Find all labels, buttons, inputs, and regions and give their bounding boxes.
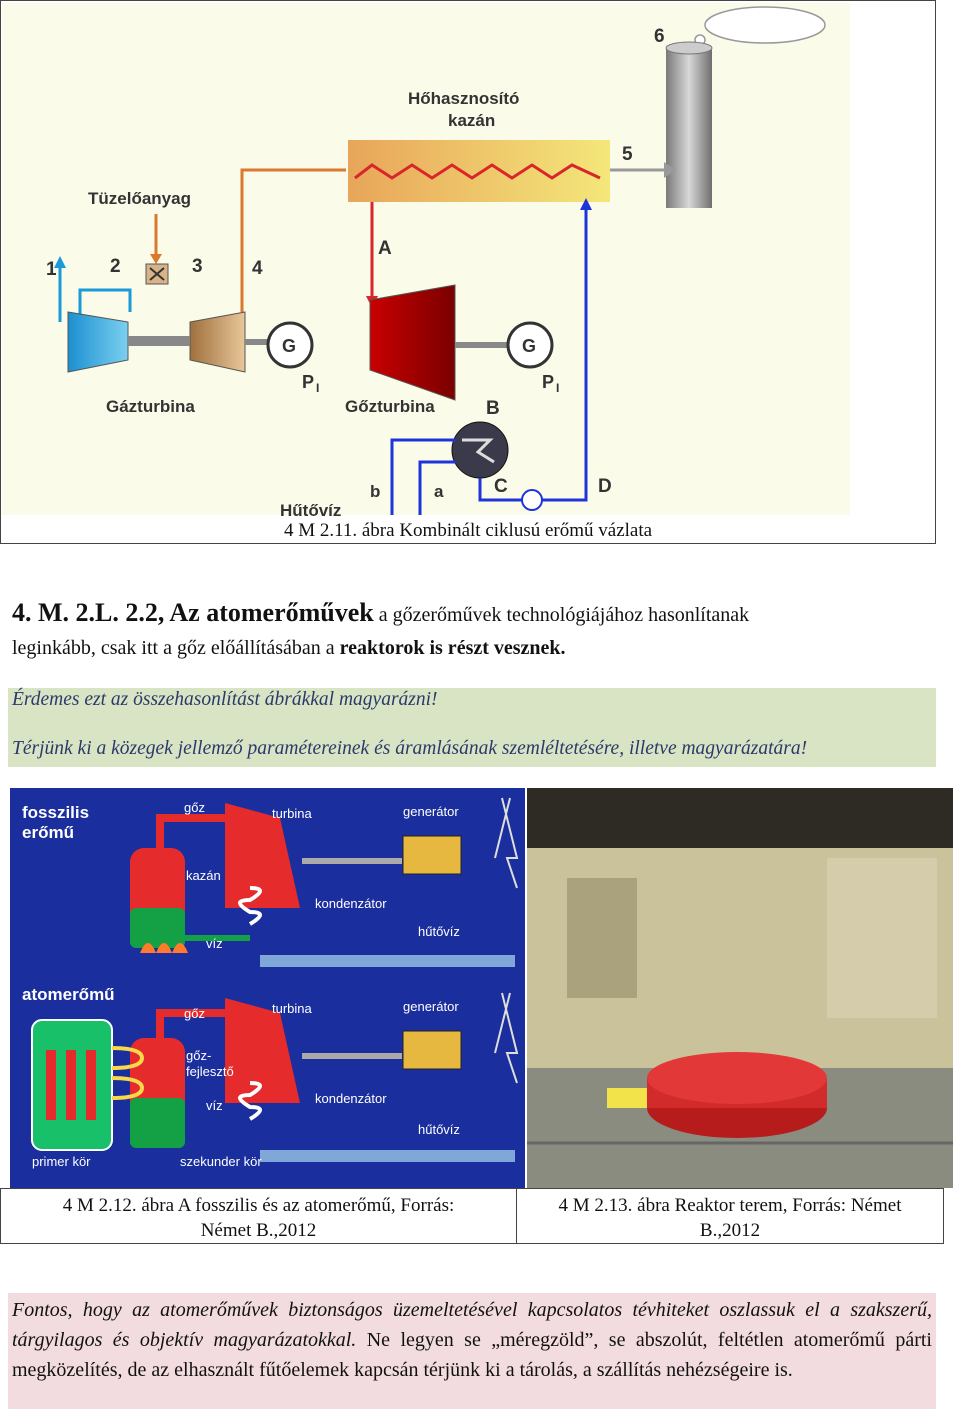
fossil-steam-label: gőz	[184, 800, 205, 815]
power-2-sub: I	[556, 381, 559, 395]
heat-recovery-label-1: Hőhasznosító	[408, 89, 519, 108]
teaching-tip-box: Érdemes ezt az összehasonlítást ábrákkal…	[8, 688, 936, 767]
gas-turbine-icon	[189, 311, 246, 373]
figure-1-frame	[0, 0, 936, 544]
tip-line-1: Érdemes ezt az összehasonlítást ábrákkal…	[12, 689, 438, 710]
cooling-water-label: Hűtővíz	[280, 501, 341, 520]
figure-2-fossil-vs-nuclear: fosszilis erőmű gőz turbina generátor ka…	[10, 788, 525, 1188]
figure-caption-table: 4 M 2.12. ábra A fosszilis és az atomerő…	[0, 1188, 944, 1244]
label-b: b	[370, 482, 380, 501]
figure-3-reactor-hall-photo	[527, 788, 953, 1188]
fossil-cooling-label: hűtővíz	[418, 924, 460, 939]
label-4: 4	[252, 258, 263, 279]
secondary-loop-label: szekunder kör	[180, 1154, 262, 1169]
nuclear-steam-label: gőz	[184, 1006, 205, 1021]
heat-recovery-label-2: kazán	[448, 111, 495, 130]
power-2-label: P	[542, 372, 554, 392]
important-note-box: Fontos, hogy az atomerőművek biztonságos…	[8, 1293, 936, 1409]
section-subject: Az atomerőművek	[169, 598, 374, 627]
steam-turbine-icon	[369, 284, 456, 401]
section-text-2: leginkább, csak itt a gőz előállításában…	[12, 637, 340, 659]
label-2: 2	[110, 256, 121, 277]
fuel-label: Tüzelőanyag	[88, 189, 191, 208]
fossil-title-1: fosszilis	[22, 803, 89, 822]
fossil-boiler-label: kazán	[186, 868, 221, 883]
chimney-icon	[666, 48, 712, 208]
nuclear-turbine-label: turbina	[272, 1001, 313, 1016]
power-1-sub: I	[316, 381, 319, 395]
label-B: B	[486, 398, 500, 419]
generator-1-icon	[266, 321, 314, 369]
fossil-condenser-label: kondenzátor	[315, 896, 387, 911]
section-text-1: a gőzerőművek technológiájához hasonlíta…	[373, 604, 750, 626]
flame-icon	[140, 943, 188, 953]
label-1: 1	[46, 259, 57, 280]
pump-icon	[521, 489, 543, 511]
figure-2-caption: 4 M 2.12. ábra A fosszilis és az atomerő…	[1, 1193, 516, 1243]
steam-gen-label-1: gőz-	[186, 1048, 211, 1063]
label-D: D	[598, 476, 612, 497]
figure-1-caption: 4 M 2.11. ábra Kombinált ciklusú erőmű v…	[283, 520, 653, 541]
gas-turbine-label: Gázturbina	[106, 397, 195, 416]
fossil-turbine-label: turbina	[272, 806, 313, 821]
cooling-water-strip	[260, 955, 515, 967]
label-a: a	[434, 482, 444, 501]
note-italic: Fontos, hogy az atomerőművek biztonságos…	[12, 1299, 932, 1351]
nuclear-title: atomerőmű	[22, 985, 115, 1004]
nuclear-generator-label: generátor	[403, 999, 459, 1014]
nuclear-generator-icon	[402, 1030, 462, 1070]
label-C: C	[494, 476, 508, 497]
power-1-label: P	[302, 372, 314, 392]
fossil-title-2: erőmű	[22, 823, 74, 842]
fossil-generator-label: generátor	[403, 804, 459, 819]
heat-recovery-boiler	[348, 140, 610, 202]
fossil-turbine-icon	[225, 803, 300, 908]
nuclear-water-label: víz	[206, 1098, 223, 1113]
section-number: 4. M. 2.L. 2.2,	[12, 598, 165, 627]
label-6: 6	[654, 26, 665, 47]
generator-icon	[402, 835, 462, 875]
note-paragraph: Fontos, hogy az atomerőművek biztonságos…	[12, 1295, 932, 1385]
nuclear-condenser-label: kondenzátor	[315, 1091, 387, 1106]
label-5: 5	[622, 144, 633, 165]
note-normal: Ne legyen se „méregzöld”, se abszolút, f…	[12, 1329, 932, 1381]
figure-3-caption-2: B.,2012	[699, 1220, 761, 1241]
figure-3-caption: 4 M 2.13. ábra Reaktor terem, Forrás: Né…	[517, 1193, 943, 1243]
nuclear-cooling-label: hűtővíz	[418, 1122, 460, 1137]
fossil-water-label: víz	[206, 936, 223, 951]
steam-turbine-label: Gőzturbina	[345, 397, 435, 416]
figure-3-caption-1: 4 M 2.13. ábra Reaktor terem, Forrás: Né…	[558, 1195, 902, 1216]
generator-2-icon	[506, 321, 554, 369]
nuclear-turbine-icon	[225, 998, 300, 1103]
generator-2-label: G	[522, 336, 536, 356]
steam-gen-label-2: fejlesztő	[186, 1064, 234, 1079]
compressor-icon	[67, 311, 129, 373]
section-heading: 4. M. 2.L. 2.2, Az atomerőművek a gőzerő…	[12, 596, 942, 665]
pylon-icon	[494, 797, 519, 889]
nuclear-pylon-icon	[494, 992, 519, 1084]
figure-2-caption-1: 4 M 2.12. ábra A fosszilis és az atomerő…	[62, 1195, 455, 1216]
tip-line-2: Térjünk ki a közegek jellemző paramétere…	[12, 738, 808, 759]
section-text-2-bold: reaktorok is részt vesznek.	[339, 637, 566, 659]
figure-2-caption-2: Német B.,2012	[200, 1220, 317, 1241]
primary-loop-label: primer kör	[32, 1154, 91, 1169]
generator-1-label: G	[282, 336, 296, 356]
label-A: A	[378, 238, 392, 259]
label-3: 3	[192, 256, 203, 277]
combined-cycle-diagram: 6 Hőhasznosító kazán 5 4 Tüzelőanyag 1 2…	[46, 6, 826, 520]
